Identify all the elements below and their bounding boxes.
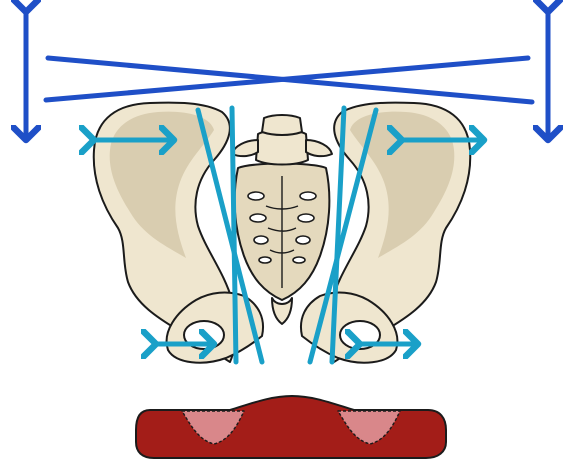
coccyx [272,298,292,324]
blue-x-lines [46,58,532,102]
seat-cushion [136,396,446,458]
l5-transverse-left [232,140,258,156]
l4-vertebra-stub [262,115,302,135]
cushion-body [136,396,446,458]
l5-transverse-right [306,140,332,156]
